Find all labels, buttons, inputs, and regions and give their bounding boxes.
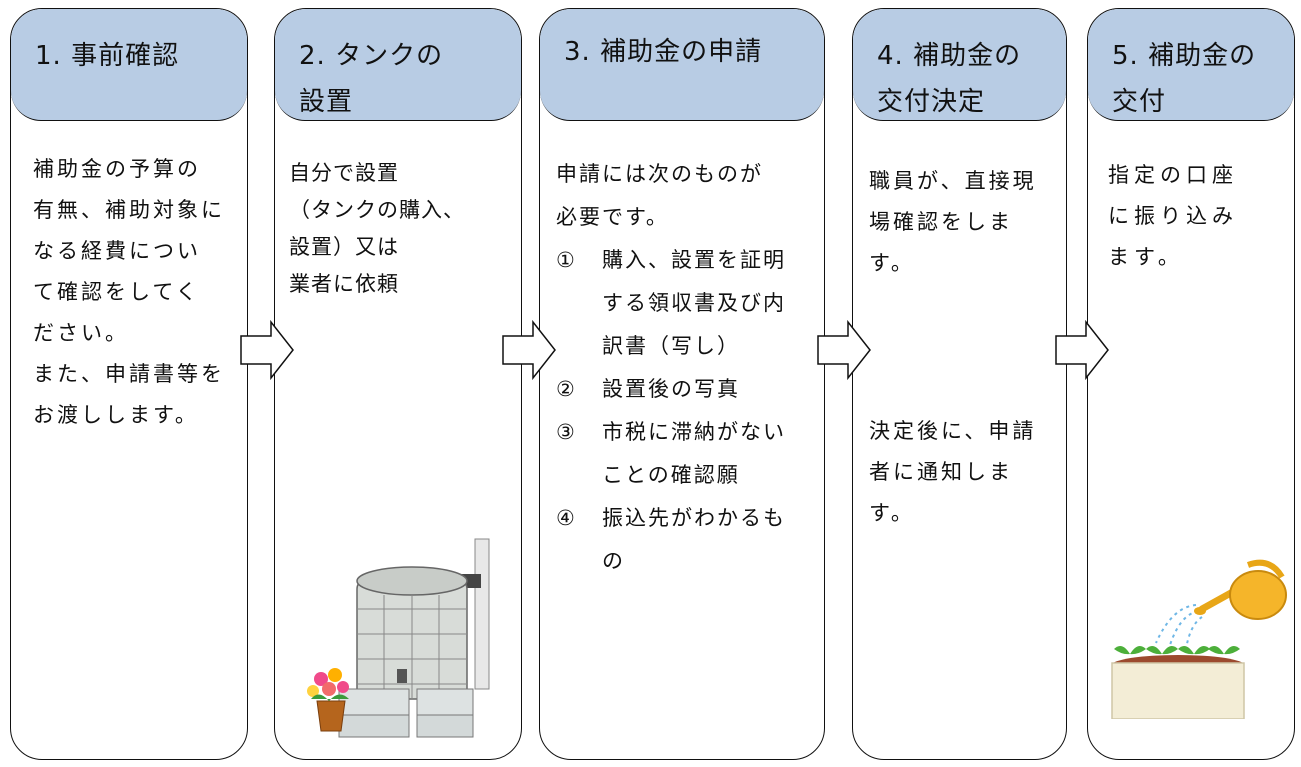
step-card-1: 1. 事前確認 補助金の予算の 有無、補助対象に なる経費につい て確認をしてく… [10,8,248,760]
step-title: 2. タンクの 設置 [299,33,443,125]
step-card-2: 2. タンクの 設置 自分で設置 （タンクの購入、 設置）又は 業者に依頼 [274,8,522,760]
step-header: 3. 補助金の申請 [540,9,824,121]
body-line: ださい。 [33,321,129,345]
list-number: ④ [556,506,577,530]
body-line: 職員が、直接現 [869,169,1037,193]
step-title-line: 4. 補助金の [877,41,1022,71]
step-title-line: 2. タンクの [299,41,444,71]
body-line: 必要です。 [556,205,669,229]
step-header: 5. 補助金の 交付 [1088,9,1294,121]
step-body: 申請には次のものが 必要です。 ① 購入、設置を証明 する領収書及び内 訳書（写… [556,153,814,583]
list-item-line: 購入、設置を証明 [602,248,786,272]
body-line: （タンクの購入、 [289,198,465,222]
right-arrow-icon [502,319,556,381]
list-item-line: 市税に滞納がない [602,420,786,444]
step-title-line: 3. 補助金の申請 [564,37,763,67]
list-item-line: 設置後の写真 [602,377,740,401]
step-title: 1. 事前確認 [35,33,179,79]
body-line: 指定の口座 [1108,163,1238,187]
list-item: ③ 市税に滞納がない ことの確認願 [556,411,814,497]
list-item-line: の [602,549,625,573]
body-line: 補助金の予算の [33,157,201,181]
body-line: 有無、補助対象に [33,198,225,222]
step-card-4: 4. 補助金の 交付決定 職員が、直接現 場確認をしま す。 決定後に、申請 者… [852,8,1067,760]
step-header: 4. 補助金の 交付決定 [853,9,1066,121]
body-line: 申請には次のものが [556,162,763,186]
right-arrow-icon [817,319,871,381]
list-number: ③ [556,420,577,444]
body-line: て確認をしてく [33,280,200,304]
list-item: ① 購入、設置を証明 する領収書及び内 訳書（写し） [556,239,814,368]
body-line: なる経費につい [33,239,201,263]
body-line: す。 [869,501,915,525]
body-line: に振り込み [1108,204,1238,228]
requirements-list: ① 購入、設置を証明 する領収書及び内 訳書（写し） ② 設置後の写真 ③ 市税… [556,239,814,583]
step-body-secondary: 決定後に、申請 者に通知しま す。 [869,411,1056,534]
step-title-line: 交付決定 [877,87,986,117]
step-header: 2. タンクの 設置 [275,9,521,121]
step-body: 補助金の予算の 有無、補助対象に なる経費につい て確認をしてく ださい。 また… [33,149,237,436]
rain-tank-illustration [307,538,490,738]
body-line: 者に通知しま [869,460,1013,484]
step-title-line: 交付 [1112,87,1167,117]
step-body: 職員が、直接現 場確認をしま す。 [869,161,1056,284]
list-item-line: 振込先がわかるも [602,506,786,530]
body-line: ます。 [1108,245,1184,269]
body-line: お渡しします。 [33,403,199,427]
step-title: 5. 補助金の 交付 [1112,33,1256,125]
list-item-line: ことの確認願 [602,463,740,487]
list-item: ② 設置後の写真 [556,368,814,411]
body-line: 自分で設置 [289,161,399,185]
body-line: 業者に依頼 [289,272,399,296]
list-item-line: する領収書及び内 [602,291,786,315]
step-title-line: 1. 事前確認 [35,41,180,71]
step-title: 3. 補助金の申請 [564,29,762,75]
body-line: 場確認をしま [869,210,1013,234]
body-line: 設置）又は [289,235,399,259]
watering-can-illustration [1111,559,1287,719]
step-body: 自分で設置 （タンクの購入、 設置）又は 業者に依頼 [289,155,511,303]
step-title-line: 設置 [299,87,354,117]
body-line: す。 [869,251,915,275]
body-line: また、申請書等を [33,362,225,386]
step-body: 指定の口座 に振り込み ます。 [1108,155,1284,278]
right-arrow-icon [240,319,294,381]
step-title: 4. 補助金の 交付決定 [877,33,1021,125]
step-header: 1. 事前確認 [11,9,247,121]
list-item-line: 訳書（写し） [602,334,740,358]
list-item: ④ 振込先がわかるも の [556,497,814,583]
body-line: 決定後に、申請 [869,419,1037,443]
list-number: ① [556,248,577,272]
step-title-line: 5. 補助金の [1112,41,1257,71]
step-card-5: 5. 補助金の 交付 指定の口座 に振り込み ます。 [1087,8,1295,760]
list-number: ② [556,377,577,401]
right-arrow-icon [1055,319,1109,381]
step-card-3: 3. 補助金の申請 申請には次のものが 必要です。 ① 購入、設置を証明 する領… [539,8,825,760]
